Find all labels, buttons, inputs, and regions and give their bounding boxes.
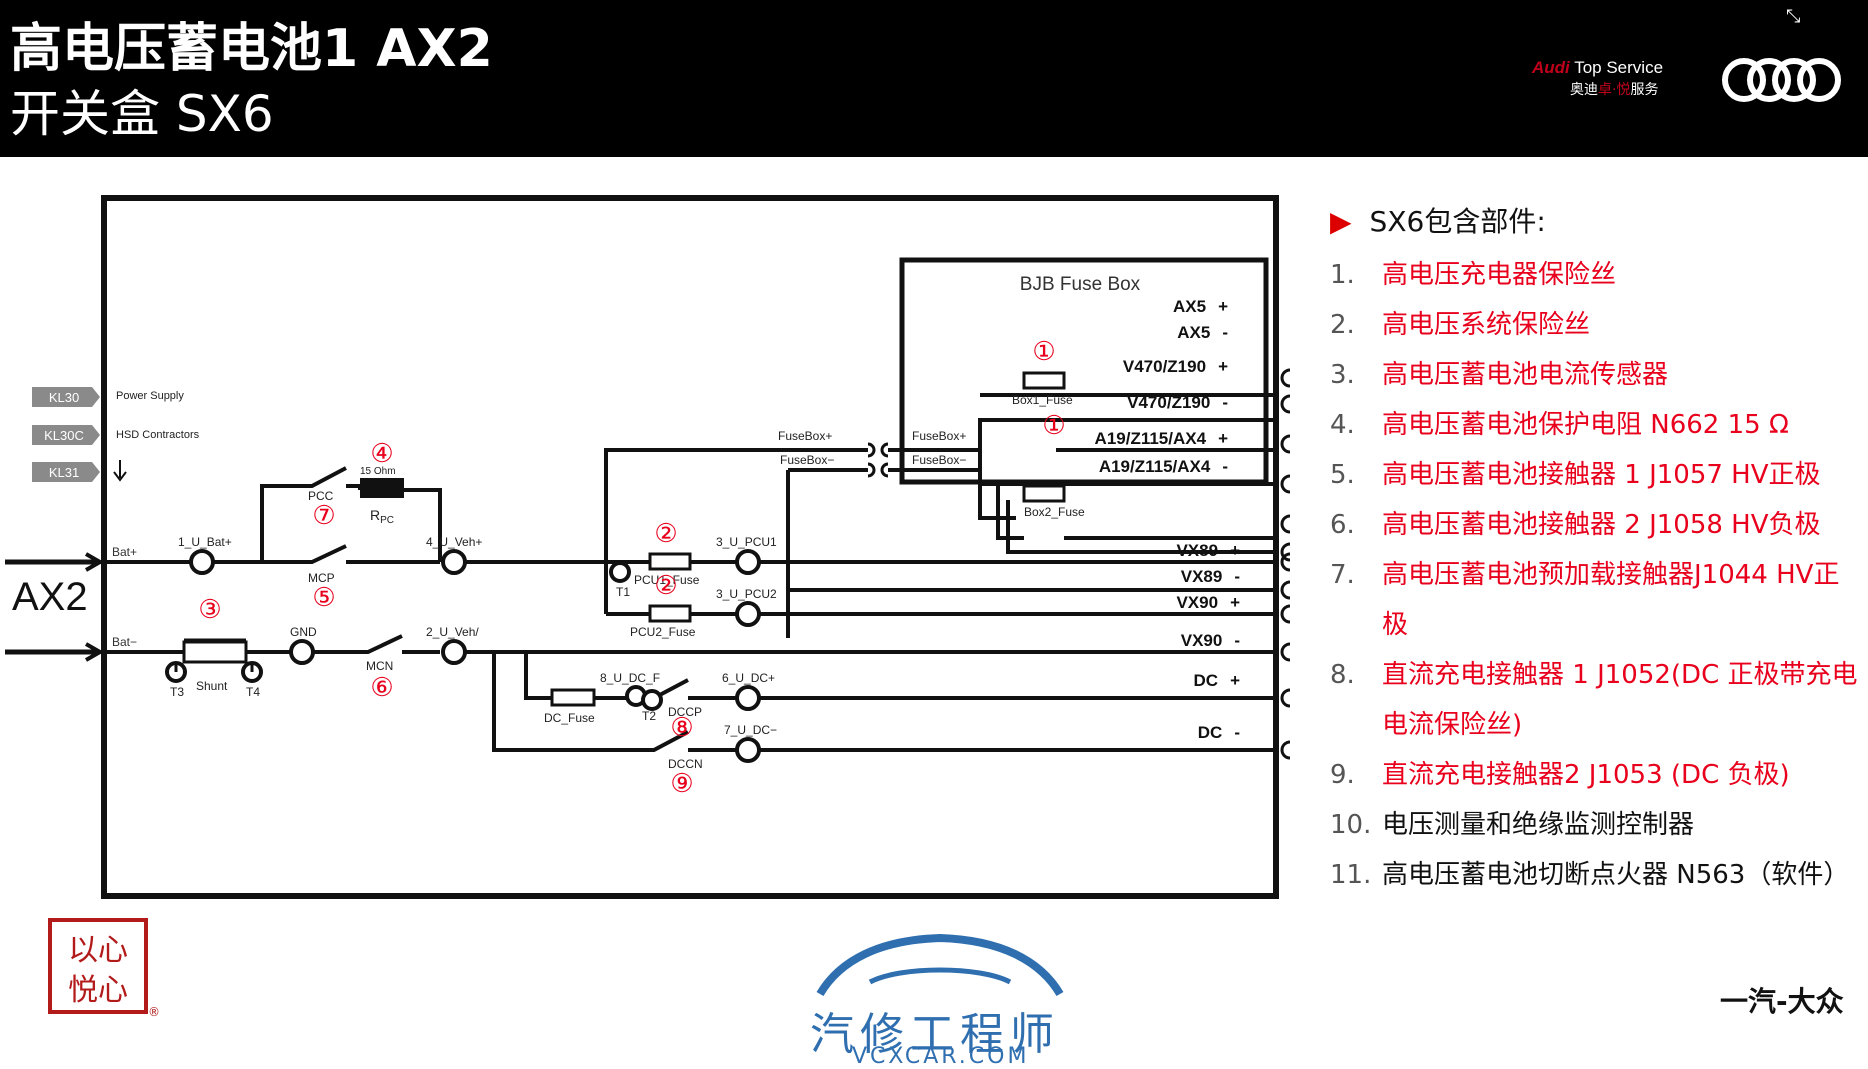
output-connectors — [1280, 368, 1291, 760]
svg-text:PCC: PCC — [308, 489, 334, 503]
battery-label: AX2 — [12, 575, 88, 619]
svg-text:V470/Z190+: V470/Z190+ — [1123, 357, 1228, 376]
header-bar: 高电压蓄电池1 AX2 开关盒 SX6 ⤡ Audi Top Service 奥… — [0, 0, 1868, 157]
svg-text:FuseBox+: FuseBox+ — [778, 429, 832, 443]
svg-text:PCU2_Fuse: PCU2_Fuse — [630, 625, 696, 639]
svg-text:6_U_DC+: 6_U_DC+ — [722, 671, 775, 685]
input-kl31: KL31 — [49, 465, 79, 480]
svg-text:T3: T3 — [170, 685, 184, 699]
switch-box-frame — [101, 195, 1279, 899]
svg-text:Shunt: Shunt — [196, 679, 228, 693]
seal-stamp-logo: 以心 悦心 ® — [48, 918, 160, 1019]
svg-text:⑧: ⑧ — [670, 712, 693, 742]
component-list-heading: ▶SX6包含部件: — [1330, 205, 1546, 238]
svg-text:Bat+: Bat+ — [112, 545, 137, 559]
svg-text:AX5-: AX5- — [1177, 323, 1228, 342]
audi-top-service-logo: Audi Top Service — [1532, 58, 1664, 77]
svg-text:①: ① — [1042, 410, 1065, 440]
output-labels: AX5+ AX5- V470/Z190+ V470/Z190- A19/Z115… — [1095, 297, 1241, 742]
svg-text:②: ② — [654, 518, 677, 548]
svg-text:®: ® — [148, 1005, 160, 1019]
sx6-circuit-diagram: BJB Fuse Box KL30 KL30C KL31 Power Suppl… — [5, 195, 1291, 899]
svg-text:DC+: DC+ — [1194, 671, 1241, 690]
svg-text:③: ③ — [198, 594, 221, 624]
audi-rings-logo — [1722, 58, 1841, 102]
svg-text:1_U_Bat+: 1_U_Bat+ — [178, 535, 232, 549]
svg-text:FuseBox−: FuseBox− — [780, 453, 834, 467]
brand-cn: 奥迪卓·悦服务 — [1570, 82, 1659, 98]
input-kl30: KL30 — [49, 390, 79, 405]
svg-text:Box2_Fuse: Box2_Fuse — [1024, 505, 1085, 519]
svg-text:①: ① — [1032, 336, 1055, 366]
hsd-contractors-label: HSD Contractors — [116, 429, 200, 441]
svg-text:T4: T4 — [246, 685, 260, 699]
svg-text:VX89+: VX89+ — [1176, 541, 1240, 560]
svg-text:T2: T2 — [642, 709, 656, 723]
svg-text:GND: GND — [290, 625, 317, 639]
input-kl30c: KL30C — [44, 428, 84, 443]
svg-text:⑥: ⑥ — [370, 672, 393, 702]
page-subtitle: 开关盒 SX6 — [10, 85, 274, 143]
svg-text:⑦: ⑦ — [312, 500, 335, 530]
svg-text:悦心: 悦心 — [68, 973, 128, 1008]
svg-text:②: ② — [654, 570, 677, 600]
svg-text:⑨: ⑨ — [670, 768, 693, 798]
svg-text:T1: T1 — [616, 585, 630, 599]
svg-text:3_U_PCU2: 3_U_PCU2 — [716, 587, 777, 601]
svg-text:7_U_DC−: 7_U_DC− — [724, 723, 777, 737]
svg-text:MCN: MCN — [366, 659, 393, 673]
svg-text:8_U_DC_F: 8_U_DC_F — [600, 671, 660, 685]
svg-text:DCCN: DCCN — [668, 757, 703, 771]
svg-text:Bat−: Bat− — [112, 635, 137, 649]
precharge-resistor — [360, 478, 404, 498]
collapse-icon[interactable]: ⤡ — [1786, 6, 1801, 27]
fuse-box-title: BJB Fuse Box — [1020, 274, 1141, 295]
faw-vw-logo: 一汽-大众 — [1720, 985, 1844, 1018]
bullet-triangle-icon: ▶ — [1330, 205, 1352, 238]
svg-text:A19/Z115/AX4+: A19/Z115/AX4+ — [1095, 429, 1229, 448]
svg-text:PCU1_Fuse: PCU1_Fuse — [634, 573, 700, 587]
svg-text:VX89-: VX89- — [1181, 567, 1240, 586]
svg-text:④: ④ — [370, 438, 393, 468]
svg-text:⑤: ⑤ — [312, 582, 335, 612]
svg-text:AX5+: AX5+ — [1173, 297, 1228, 316]
svg-text:DC-: DC- — [1198, 723, 1240, 742]
fusebox-connectors — [867, 442, 889, 478]
svg-text:DCCP: DCCP — [668, 705, 702, 719]
callout-markers: ① ① ② ② ③ ④ ⑤ ⑥ ⑦ ⑧ ⑨ — [198, 336, 1065, 798]
svg-text:FuseBox−: FuseBox− — [912, 453, 966, 467]
svg-text:DC_Fuse: DC_Fuse — [544, 711, 595, 725]
svg-text:V470/Z190-: V470/Z190- — [1127, 393, 1228, 412]
svg-text:A19/Z115/AX4-: A19/Z115/AX4- — [1099, 457, 1228, 476]
svg-text:Box1_Fuse: Box1_Fuse — [1012, 393, 1073, 407]
watermark-url: VCXCAR.COM — [852, 1044, 1030, 1069]
svg-text:15 Ohm: 15 Ohm — [360, 466, 396, 477]
svg-text:以心: 以心 — [68, 933, 128, 968]
power-supply-label: Power Supply — [116, 390, 184, 402]
svg-text:RPC: RPC — [370, 507, 394, 526]
watermark-name: 汽修工程师 — [810, 1009, 1060, 1060]
page-title: 高电压蓄电池1 AX2 — [10, 19, 493, 79]
svg-text:VX90-: VX90- — [1181, 631, 1240, 650]
svg-text:FuseBox+: FuseBox+ — [912, 429, 966, 443]
car-silhouette-logo — [816, 933, 1064, 997]
svg-text:2_U_Veh/: 2_U_Veh/ — [426, 625, 479, 639]
svg-text:VX90+: VX90+ — [1176, 593, 1240, 612]
svg-text:3_U_PCU1: 3_U_PCU1 — [716, 535, 777, 549]
svg-text:4_U_Veh+: 4_U_Veh+ — [426, 535, 482, 549]
node-circles — [165, 549, 761, 763]
svg-text:MCP: MCP — [308, 571, 335, 585]
fuse-elements — [182, 371, 1066, 707]
input-terminals: KL30 KL30C KL31 Power Supply HSD Contrac… — [32, 387, 200, 482]
